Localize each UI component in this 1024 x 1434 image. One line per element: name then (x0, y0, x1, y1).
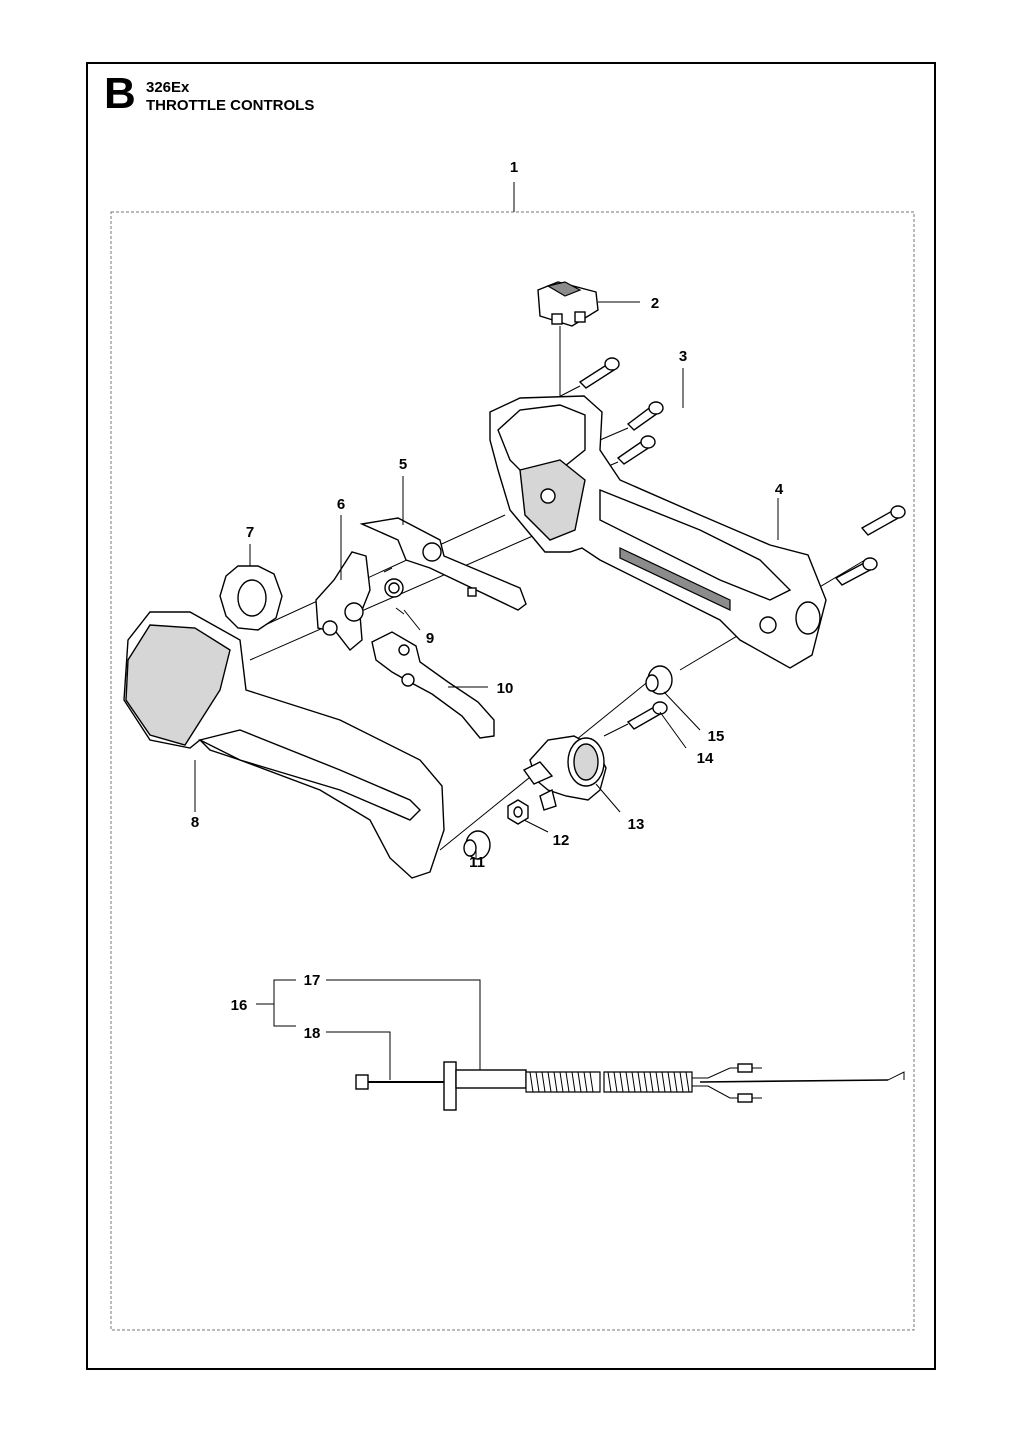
bushing-11-part (463, 830, 491, 860)
callout-6: 6 (337, 496, 345, 513)
throttle-trigger-part (371, 631, 495, 739)
screw-4b (834, 557, 878, 586)
callout-10: 10 (497, 680, 514, 697)
callout-17: 17 (304, 972, 321, 989)
leader-3-axis-b (599, 427, 629, 441)
screw-3a (578, 357, 620, 389)
axis-line-lower (264, 514, 506, 626)
callout-4: 4 (775, 481, 784, 498)
screw-4a (860, 505, 906, 536)
screw-3c (616, 435, 656, 465)
page-title: THROTTLE CONTROLS (146, 97, 315, 114)
bracket-16 (273, 979, 296, 1027)
leader-9 (403, 609, 421, 631)
leader-15 (663, 691, 701, 731)
leader-17 (326, 979, 481, 1070)
callout-18: 18 (304, 1025, 321, 1042)
callout-15: 15 (708, 728, 725, 745)
callout-7: 7 (246, 524, 254, 541)
handle-housing-part (489, 395, 827, 669)
leader-14-axis (603, 723, 629, 737)
callout-5: 5 (399, 456, 407, 473)
leader-14 (659, 711, 687, 749)
spring-part (383, 567, 405, 615)
leader-13 (595, 783, 621, 813)
callout-12: 12 (553, 832, 570, 849)
cruise-collar-part (219, 565, 283, 631)
model-name: 326Ex (146, 79, 190, 96)
stop-switch-part (537, 281, 599, 327)
section-letter: B (104, 69, 136, 118)
callout-13: 13 (628, 816, 645, 833)
throttle-cable-assembly-part (355, 1061, 905, 1111)
page-frame (86, 62, 936, 1370)
throttle-lockout-part (359, 517, 527, 611)
callout-3: 3 (679, 348, 687, 365)
screw-3b (626, 401, 664, 431)
rear-handle-shell-part (123, 611, 445, 879)
leader-12 (523, 819, 549, 833)
callout-11: 11 (469, 854, 485, 871)
assembly-boundary (110, 211, 915, 1331)
callout-9: 9 (426, 630, 434, 647)
callout-2: 2 (651, 295, 659, 312)
throttle-lever-part (315, 551, 371, 652)
callout-14: 14 (697, 750, 714, 767)
throttle-tube-housing-part (522, 735, 607, 811)
leader-18 (326, 1031, 391, 1080)
callout-16: 16 (231, 997, 248, 1014)
callout-8: 8 (191, 814, 199, 831)
nut-12-part (507, 799, 529, 825)
screw-14-part (626, 701, 668, 730)
bushing-15-part (645, 665, 673, 695)
callout-1: 1 (510, 159, 518, 176)
